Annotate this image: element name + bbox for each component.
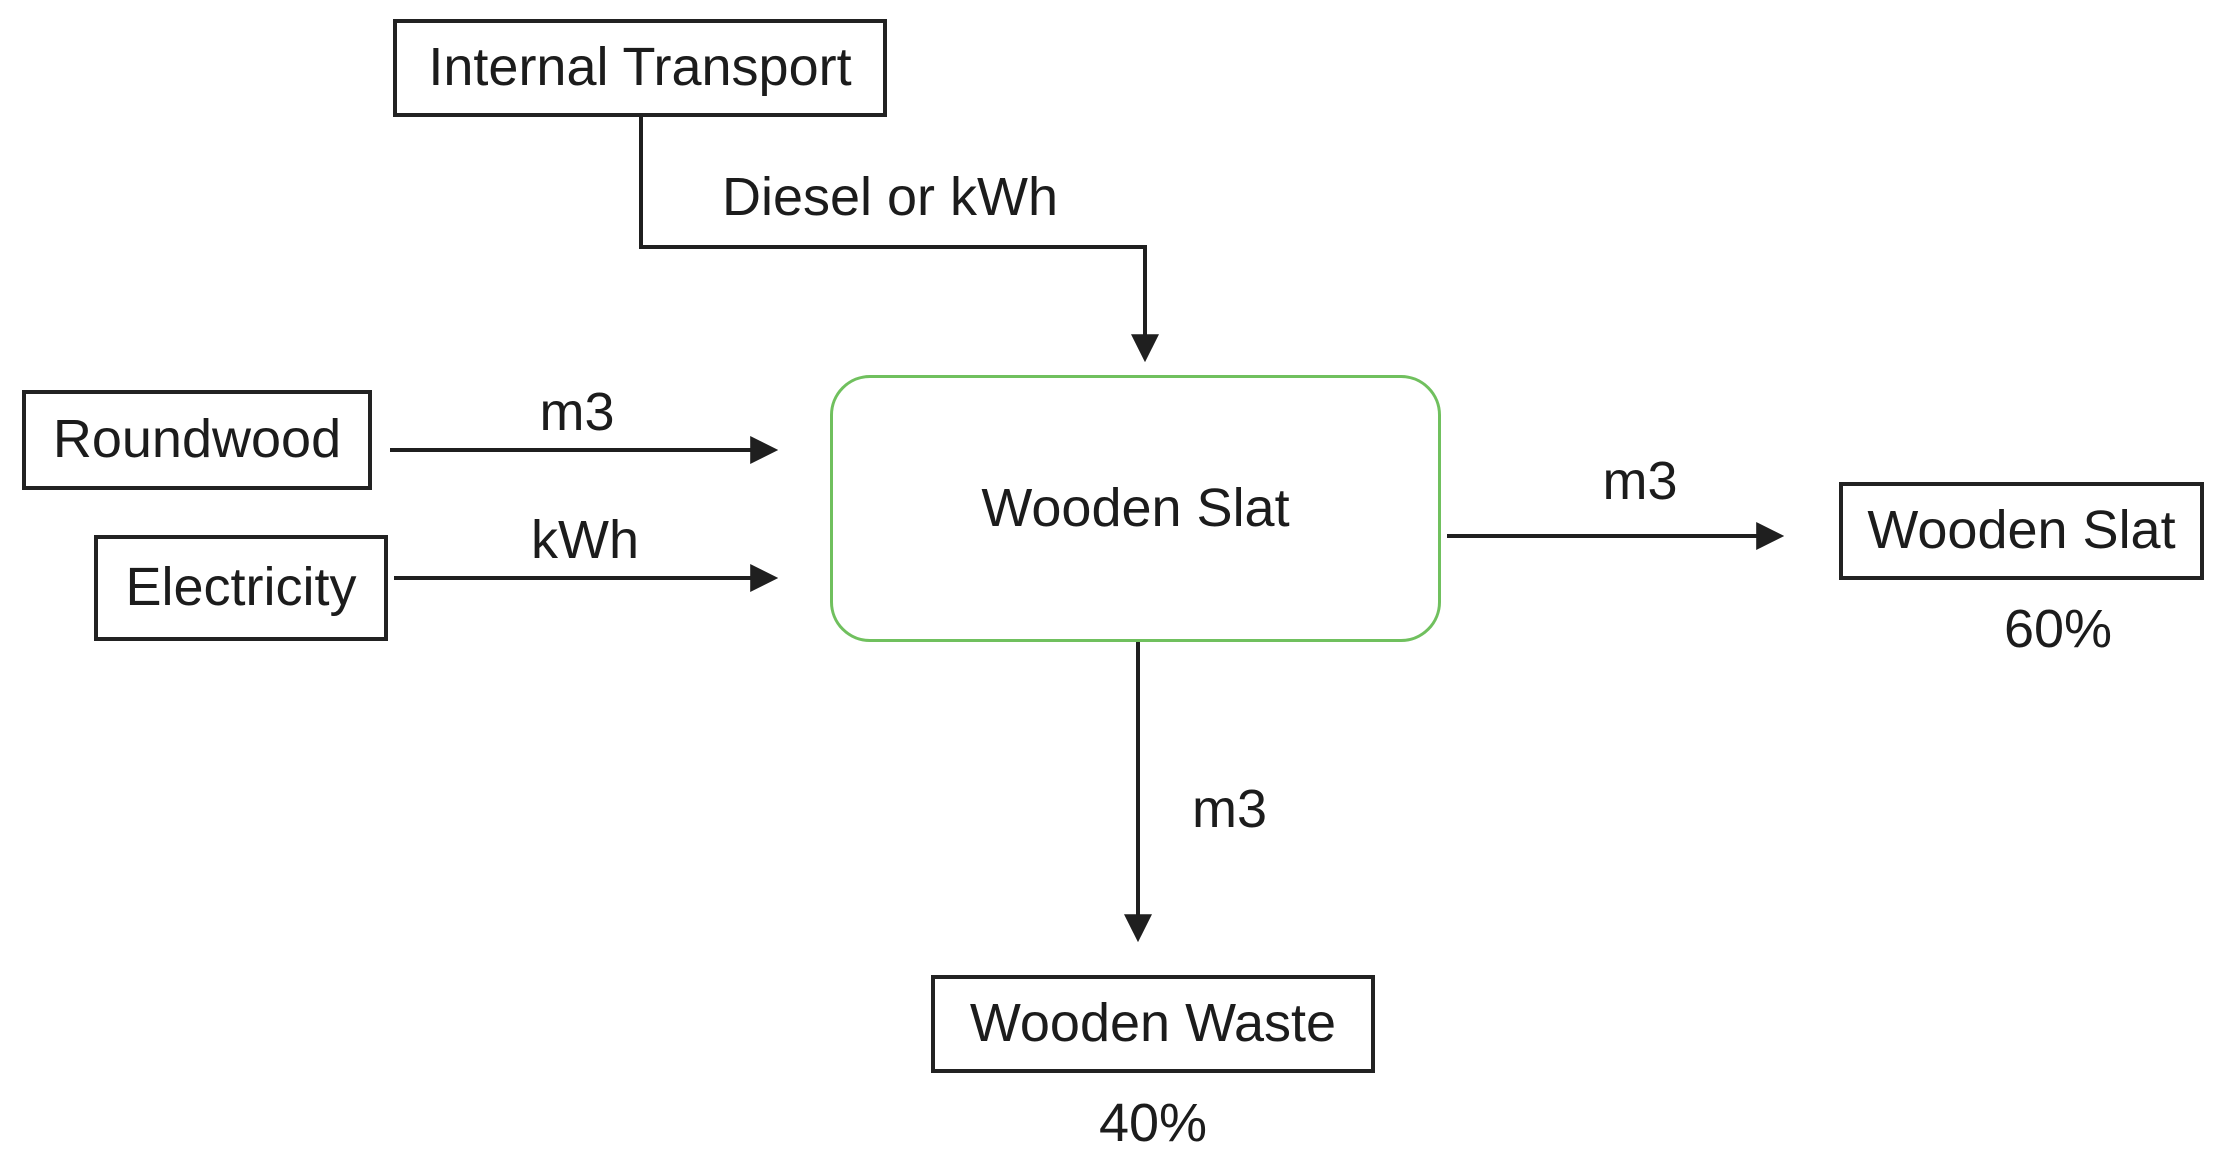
node-output-wooden-slat-label: Wooden Slat — [1867, 500, 2176, 561]
node-roundwood: Roundwood — [22, 390, 372, 490]
node-wooden-waste: Wooden Waste — [931, 975, 1375, 1073]
node-wooden-waste-label: Wooden Waste — [969, 993, 1337, 1054]
edge-label-m3-output-slat: m3 — [1602, 451, 1678, 511]
node-output-wooden-slat: Wooden Slat — [1839, 482, 2204, 580]
node-internal-transport: Internal Transport — [393, 19, 887, 117]
node-internal-transport-label: Internal Transport — [428, 37, 852, 98]
share-label-60-percent: 60% — [2003, 599, 2113, 659]
edge-label-m3-output-waste: m3 — [1192, 779, 1268, 839]
edge-label-kwh-electricity: kWh — [531, 510, 639, 570]
node-roundwood-label: Roundwood — [52, 409, 342, 470]
node-electricity: Electricity — [94, 535, 388, 641]
node-electricity-label: Electricity — [125, 557, 357, 618]
process-node-label: Wooden Slat — [981, 477, 1290, 538]
edge-transport-to-process — [639, 117, 1159, 363]
edge-label-diesel-or-kwh: Diesel or kWh — [721, 167, 1059, 227]
share-label-40-percent: 40% — [1098, 1093, 1208, 1153]
edge-label-m3-roundwood: m3 — [539, 382, 615, 442]
process-node: Wooden Slat — [830, 375, 1441, 642]
